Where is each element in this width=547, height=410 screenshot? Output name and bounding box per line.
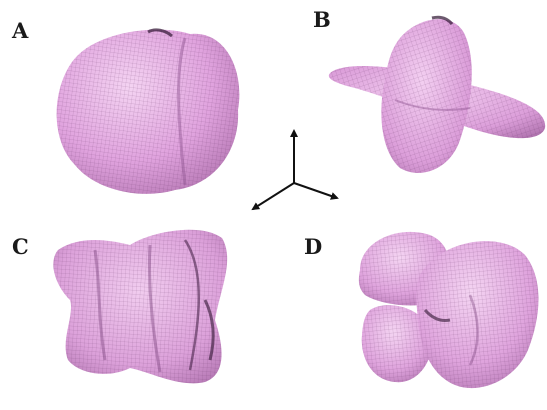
panel-d-surface [358, 231, 539, 389]
panel-a-surface [56, 28, 240, 194]
panel-label-a: A [12, 18, 29, 43]
three-axis-arrows-icon [251, 129, 339, 211]
panel-c-surface [53, 229, 228, 384]
panel-b-surface [328, 15, 546, 173]
panel-label-c: C [12, 234, 29, 259]
panel-label-d: D [304, 234, 323, 259]
panel-label-b: B [313, 7, 331, 32]
